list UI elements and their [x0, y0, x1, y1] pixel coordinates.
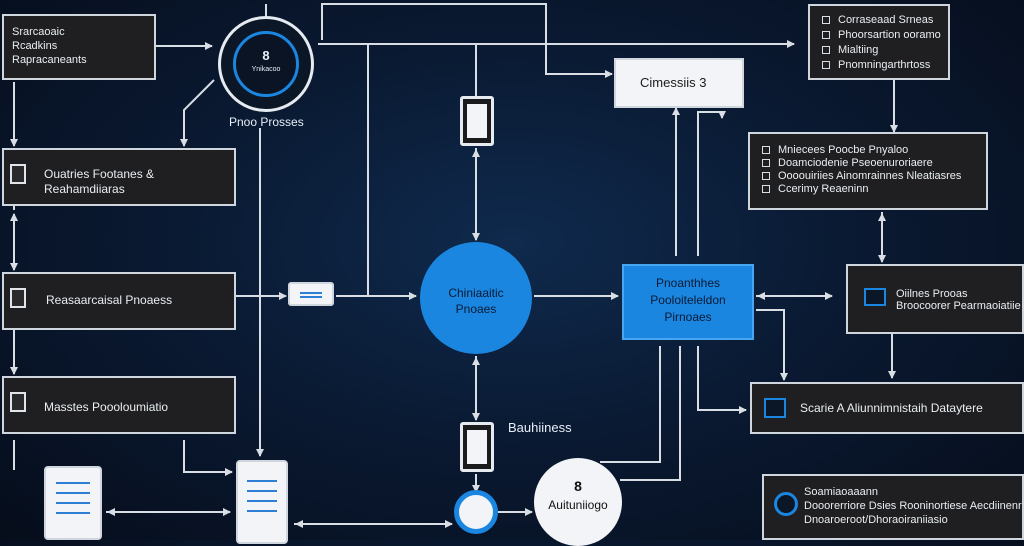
bottom-number-circle[interactable]: 8 Auituniiogo: [534, 458, 622, 546]
process-circle[interactable]: 8 Ynikacoo: [218, 16, 314, 112]
box-line: Pnomningarthrtoss: [838, 59, 931, 71]
connector: [321, 3, 613, 78]
connector: [183, 440, 233, 476]
box-line: Mialtiing: [838, 44, 879, 56]
process-caption: Pnoo Prosses: [229, 115, 304, 129]
box-line: Srarcaoaic: [12, 26, 65, 38]
box-line: Corraseaad Srneas: [838, 14, 934, 26]
monitor-icon: [864, 288, 886, 306]
connector: [620, 346, 681, 481]
connector: [600, 346, 661, 463]
card-reader-icon[interactable]: [288, 282, 334, 306]
connector: [180, 79, 215, 147]
connector: [697, 346, 747, 414]
document-stack-icon: [10, 392, 26, 412]
box-line: Ouatries Footanes &: [44, 167, 155, 181]
storage-icon: [764, 398, 786, 418]
box-line: Pooloiteleldon: [650, 293, 726, 307]
corrased-box[interactable]: Corraseaad Srneas Phoorsartion ooramo Mi…: [808, 4, 950, 80]
box-line: Cimessiis 3: [640, 75, 707, 90]
box-line: Soamiaoaaann: [804, 486, 879, 498]
process-inner-ring: 8 Ynikacoo: [233, 31, 299, 97]
connector: [756, 309, 788, 381]
box-line: Pirnoaes: [664, 310, 712, 324]
process-inner-label: Ynikacoo: [251, 66, 281, 73]
document-stack-icon: [10, 164, 26, 184]
outsies-features-box[interactable]: Ouatries Footanes & Reahamdiiaras: [2, 148, 236, 206]
bottom-label: Auituniiogo: [548, 498, 608, 512]
scarle-box[interactable]: Scarie A Aliunnimnistaih Dataytere: [750, 382, 1024, 434]
box-line: Rcadkins: [12, 40, 58, 52]
document-icon[interactable]: [44, 466, 102, 540]
tablet-icon[interactable]: [460, 422, 494, 472]
box-line: Reasaarcaisal Pnoaess: [46, 293, 173, 307]
process-number: 8: [262, 48, 270, 63]
ouines-box[interactable]: Oiilnes Prooas Broocoorer Pearmaoiatiie: [846, 264, 1024, 334]
box-line: Mniecees Poocbe Pnyaloo: [778, 144, 909, 156]
lens-icon: [774, 492, 798, 516]
mastes-box[interactable]: Masstes Poooloumiatio: [2, 376, 236, 434]
phone-icon[interactable]: [236, 460, 288, 544]
center-label-line: Pnoaes: [455, 302, 497, 316]
box-line: Dnoaroeroot/Dhoraoiraniiasio: [804, 514, 948, 526]
tablet-icon[interactable]: [460, 96, 494, 146]
box-line: Masstes Poooloumiatio: [44, 400, 169, 414]
researched-process-box[interactable]: Reasaarcaisal Pnoaess: [2, 272, 236, 330]
center-process-circle[interactable]: Chiniaaitic Pnoaes: [420, 242, 532, 354]
cimessis-box[interactable]: Cimessiis 3: [614, 58, 744, 108]
box-line: Oiilnes Prooas: [896, 288, 968, 300]
box-line: Broocoorer Pearmaoiatiie: [896, 300, 1021, 312]
box-line: Oooouiriies Ainomrainnes Nleatiasres: [778, 170, 962, 182]
stakeholders-box[interactable]: Srarcaoaic Rcadkins Rapracaneants: [2, 14, 156, 80]
box-line: Rapracaneants: [12, 54, 87, 66]
box-line: Scarie A Aliunnimnistaih Dataytere: [800, 401, 983, 415]
box-line: Dooorerriore Dsies Rooninortiese Aecdiin…: [804, 500, 1022, 512]
center-label-line: Chiniaaitic: [448, 286, 504, 300]
mises-box[interactable]: Mniecees Poocbe Pnyaloo Doamciodenie Pse…: [748, 132, 988, 210]
bottom-number: 8: [574, 478, 582, 494]
box-line: Doamciodenie Pseoenuroriaere: [778, 157, 933, 169]
box-line: Ccerimy Reaeninn: [778, 183, 869, 195]
bulihess-label: Bauhiiness: [508, 420, 572, 435]
box-line: Reahamdiiaras: [44, 182, 125, 196]
box-line: Pnoanthhes: [655, 276, 721, 290]
chronatic-process-box[interactable]: Pnoanthhes Pooloiteleldon Pirnoaes: [622, 264, 754, 340]
small-node-circle[interactable]: [454, 490, 498, 534]
box-line: Phoorsartion ooramo: [838, 29, 941, 41]
connector: [697, 111, 722, 256]
document-stack-icon: [10, 288, 26, 308]
bottom-right-box[interactable]: Soamiaoaaann Dooorerriore Dsies Rooninor…: [762, 474, 1024, 540]
